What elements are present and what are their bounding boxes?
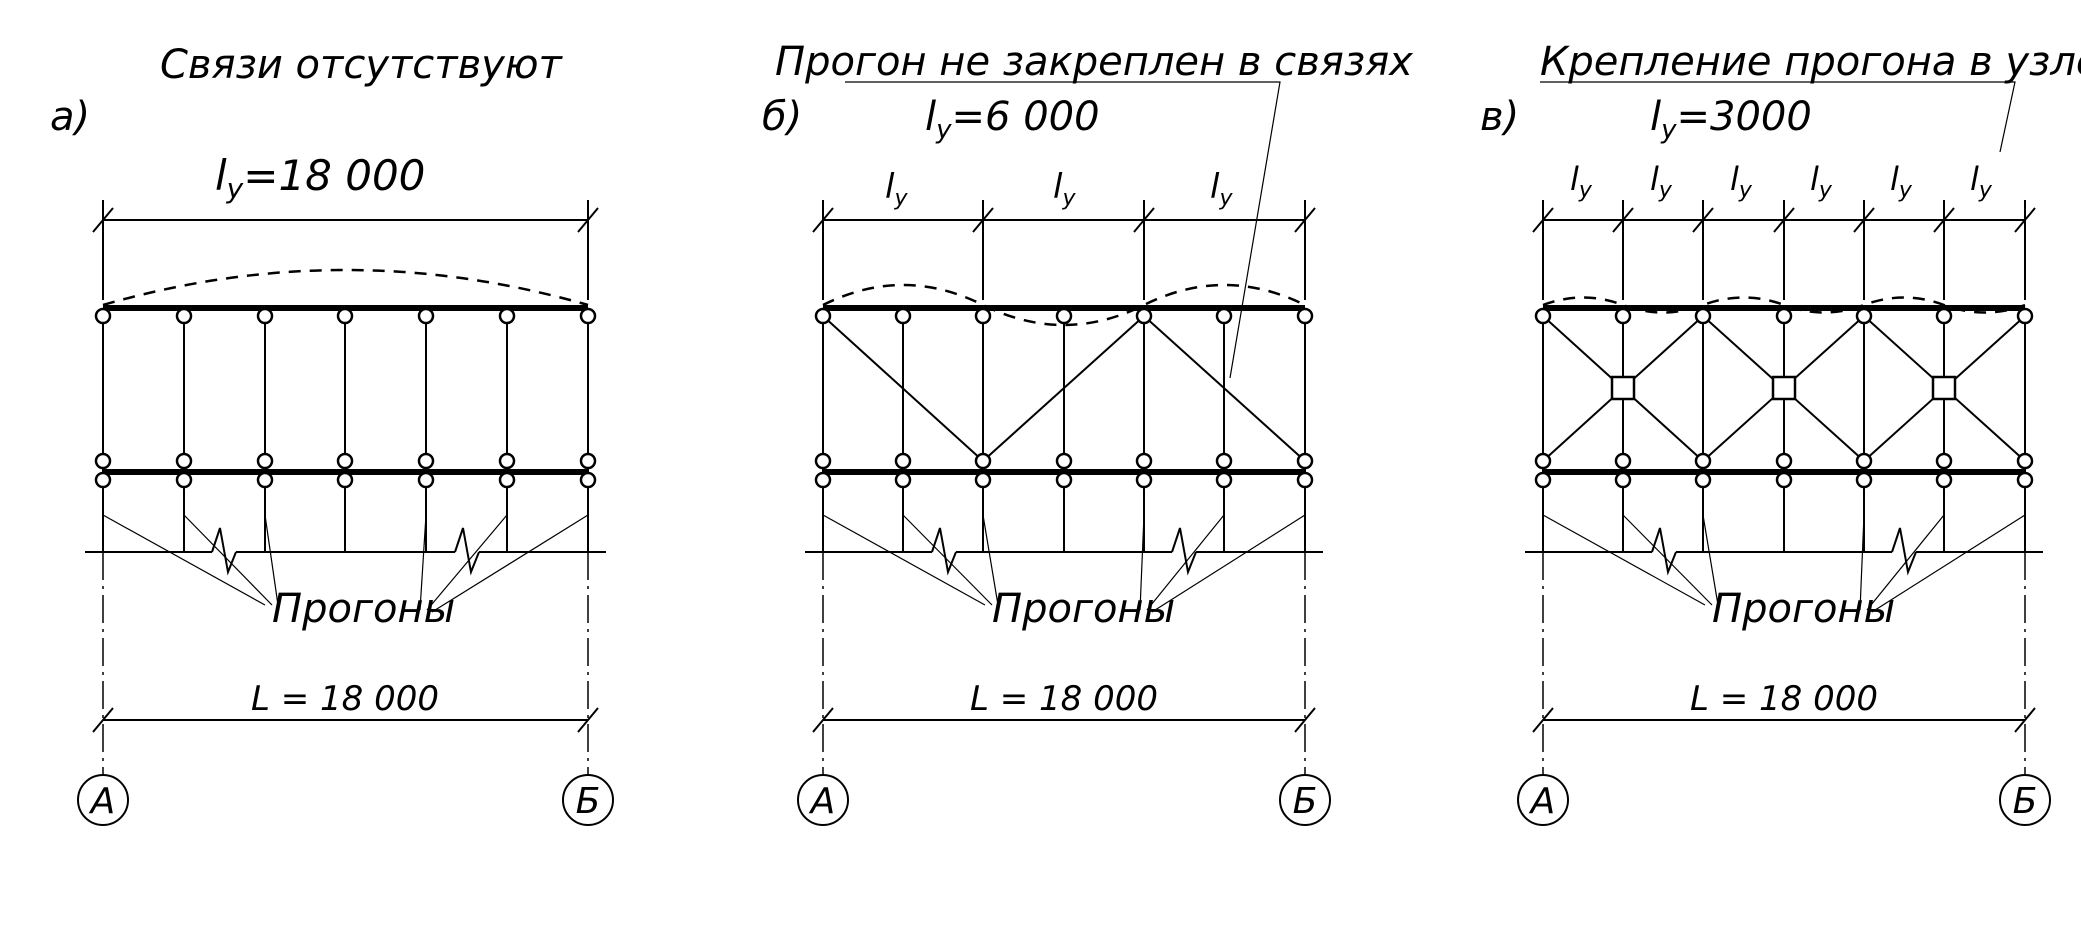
panel-b-purlins-label: Прогоны — [992, 586, 1175, 632]
panel-b-top-dimension — [812, 200, 1316, 300]
panel-a-verticals — [102, 308, 589, 552]
panel-b-ground-line — [805, 527, 1323, 576]
panel-a-purlin-leaders — [102, 514, 589, 613]
panel-c-dimension-label: L = 18 000 — [1690, 679, 1878, 719]
panel-b-span-sub: y — [935, 115, 952, 145]
panel-a-nodes — [94, 307, 597, 489]
panel-a-ground-line — [85, 527, 606, 576]
panel-c-segment-label-5: ly — [1890, 160, 1913, 203]
panel-b: б) Прогон не закреплен в связях ly=6 000… — [762, 39, 1413, 826]
panel-c-letter: в) — [1480, 94, 1519, 140]
panel-c-segment-label-3-sub: y — [1738, 178, 1753, 203]
panel-c-segment-label-2-main: l — [1650, 160, 1659, 198]
panel-b-diagonal-bracing — [822, 315, 1306, 462]
panel-a-buckling-curve — [102, 268, 589, 307]
panel-b-purlin-leaders — [822, 514, 1306, 613]
panel-a-dimension-label: L = 18 000 — [251, 679, 439, 719]
panel-a-axis-bubble-right — [562, 774, 614, 826]
panel-c-purlin-leaders — [1542, 514, 2026, 613]
panel-b-axis-bubble-right — [1279, 774, 1331, 826]
panel-b-title: Прогон не закреплен в связях — [775, 39, 1413, 85]
panel-c-axis-right-label: Б — [2013, 781, 2038, 822]
panel-a-axis-bubble-left — [77, 774, 129, 826]
panel-b-axis-bubble-left — [797, 774, 849, 826]
panel-b-letter: б) — [762, 94, 802, 140]
panel-c-axis-left-label: А — [1529, 781, 1556, 822]
panel-a: а) Связи отсутствуют ly=18 000 — [50, 42, 614, 826]
panel-b-segment-label-2-sub: y — [1061, 186, 1076, 211]
panel-b-span-rest: =6 000 — [952, 94, 1100, 140]
panel-c-title-leader — [1540, 81, 2016, 153]
panel-b-segment-label-3-sub: y — [1218, 186, 1233, 211]
panel-b-span-main: l — [925, 94, 936, 140]
panel-b-segment-labels: ly ly ly — [885, 167, 1233, 211]
panel-c-segment-label-4: ly — [1810, 160, 1833, 203]
panel-c-verticals — [1542, 308, 2026, 552]
panel-b-dimension-label: L = 18 000 — [970, 679, 1158, 719]
panel-b-axis-left-label: А — [809, 781, 836, 822]
panel-c-axis-bubble-left — [1517, 774, 1569, 826]
panel-c-span-main: l — [1650, 94, 1661, 140]
panel-c-nodes — [1534, 307, 2034, 489]
panel-a-bottom-dimension — [92, 707, 599, 733]
panel-c-gusset-plates — [1610, 375, 1957, 401]
panel-b-segment-label-3: ly — [1210, 167, 1233, 211]
panel-c-segment-label-6-sub: y — [1978, 178, 1993, 203]
panel-a-title: Связи отсутствуют — [160, 42, 563, 88]
panel-c-segment-label-2-sub: y — [1658, 178, 1673, 203]
panel-c: в) Крепление прогона в узле ly=3000 ly l… — [1480, 39, 2081, 826]
panel-b-segment-label-2-main: l — [1053, 167, 1063, 207]
panel-b-verticals — [822, 308, 1306, 552]
panel-b-segment-label-3-main: l — [1210, 167, 1220, 207]
panel-c-top-dimension — [1532, 200, 2036, 300]
panel-a-span-rest: =18 000 — [243, 151, 425, 200]
panel-b-segment-label-1: ly — [885, 167, 908, 211]
panel-c-span-rest: =3000 — [1677, 94, 1812, 140]
panel-c-title: Крепление прогона в узле — [1540, 39, 2081, 85]
panel-a-span-main: l — [215, 151, 227, 200]
panel-c-segment-label-5-main: l — [1890, 160, 1899, 198]
panel-a-axis-right-label: Б — [576, 781, 601, 822]
panel-b-segment-label-2: ly — [1053, 167, 1076, 211]
panel-c-axis-bubble-right — [1999, 774, 2051, 826]
panel-c-segment-label-1-main: l — [1570, 160, 1579, 198]
panel-b-bottom-dimension — [812, 707, 1316, 733]
panel-a-span-sub: y — [226, 172, 244, 205]
panel-c-span-sub: y — [1660, 115, 1677, 145]
panel-c-segment-label-1: ly — [1570, 160, 1593, 203]
panel-c-segment-labels: ly ly ly ly ly ly — [1570, 160, 1993, 203]
panel-c-segment-label-6: ly — [1970, 160, 1993, 203]
panel-b-segment-label-1-sub: y — [893, 186, 908, 211]
panel-a-top-dimension — [92, 200, 599, 300]
panel-b-span-label: ly=6 000 — [925, 94, 1100, 145]
panel-c-segment-label-1-sub: y — [1578, 178, 1593, 203]
panel-a-span-label: ly=18 000 — [215, 151, 425, 205]
panel-c-segment-label-3-main: l — [1730, 160, 1739, 198]
panel-c-ground-line — [1525, 527, 2043, 576]
panel-c-segment-label-4-sub: y — [1818, 178, 1833, 203]
panel-c-segment-label-3: ly — [1730, 160, 1753, 203]
panel-c-segment-label-6-main: l — [1970, 160, 1979, 198]
panel-c-bottom-dimension — [1532, 707, 2036, 733]
panel-c-span-label: ly=3000 — [1650, 94, 1812, 145]
panel-b-nodes — [814, 307, 1314, 489]
panel-a-axis-left-label: А — [89, 781, 116, 822]
panel-c-segment-label-2: ly — [1650, 160, 1673, 203]
panel-c-segment-label-5-sub: y — [1898, 178, 1913, 203]
panel-c-purlins-label: Прогоны — [1712, 586, 1895, 632]
panel-b-axis-right-label: Б — [1293, 781, 1318, 822]
panel-b-title-leader — [845, 81, 1281, 379]
panel-c-segment-label-4-main: l — [1810, 160, 1819, 198]
panel-a-purlins-label: Прогоны — [272, 586, 455, 632]
panel-a-letter: а) — [50, 94, 90, 140]
panel-b-segment-label-1-main: l — [885, 167, 895, 207]
